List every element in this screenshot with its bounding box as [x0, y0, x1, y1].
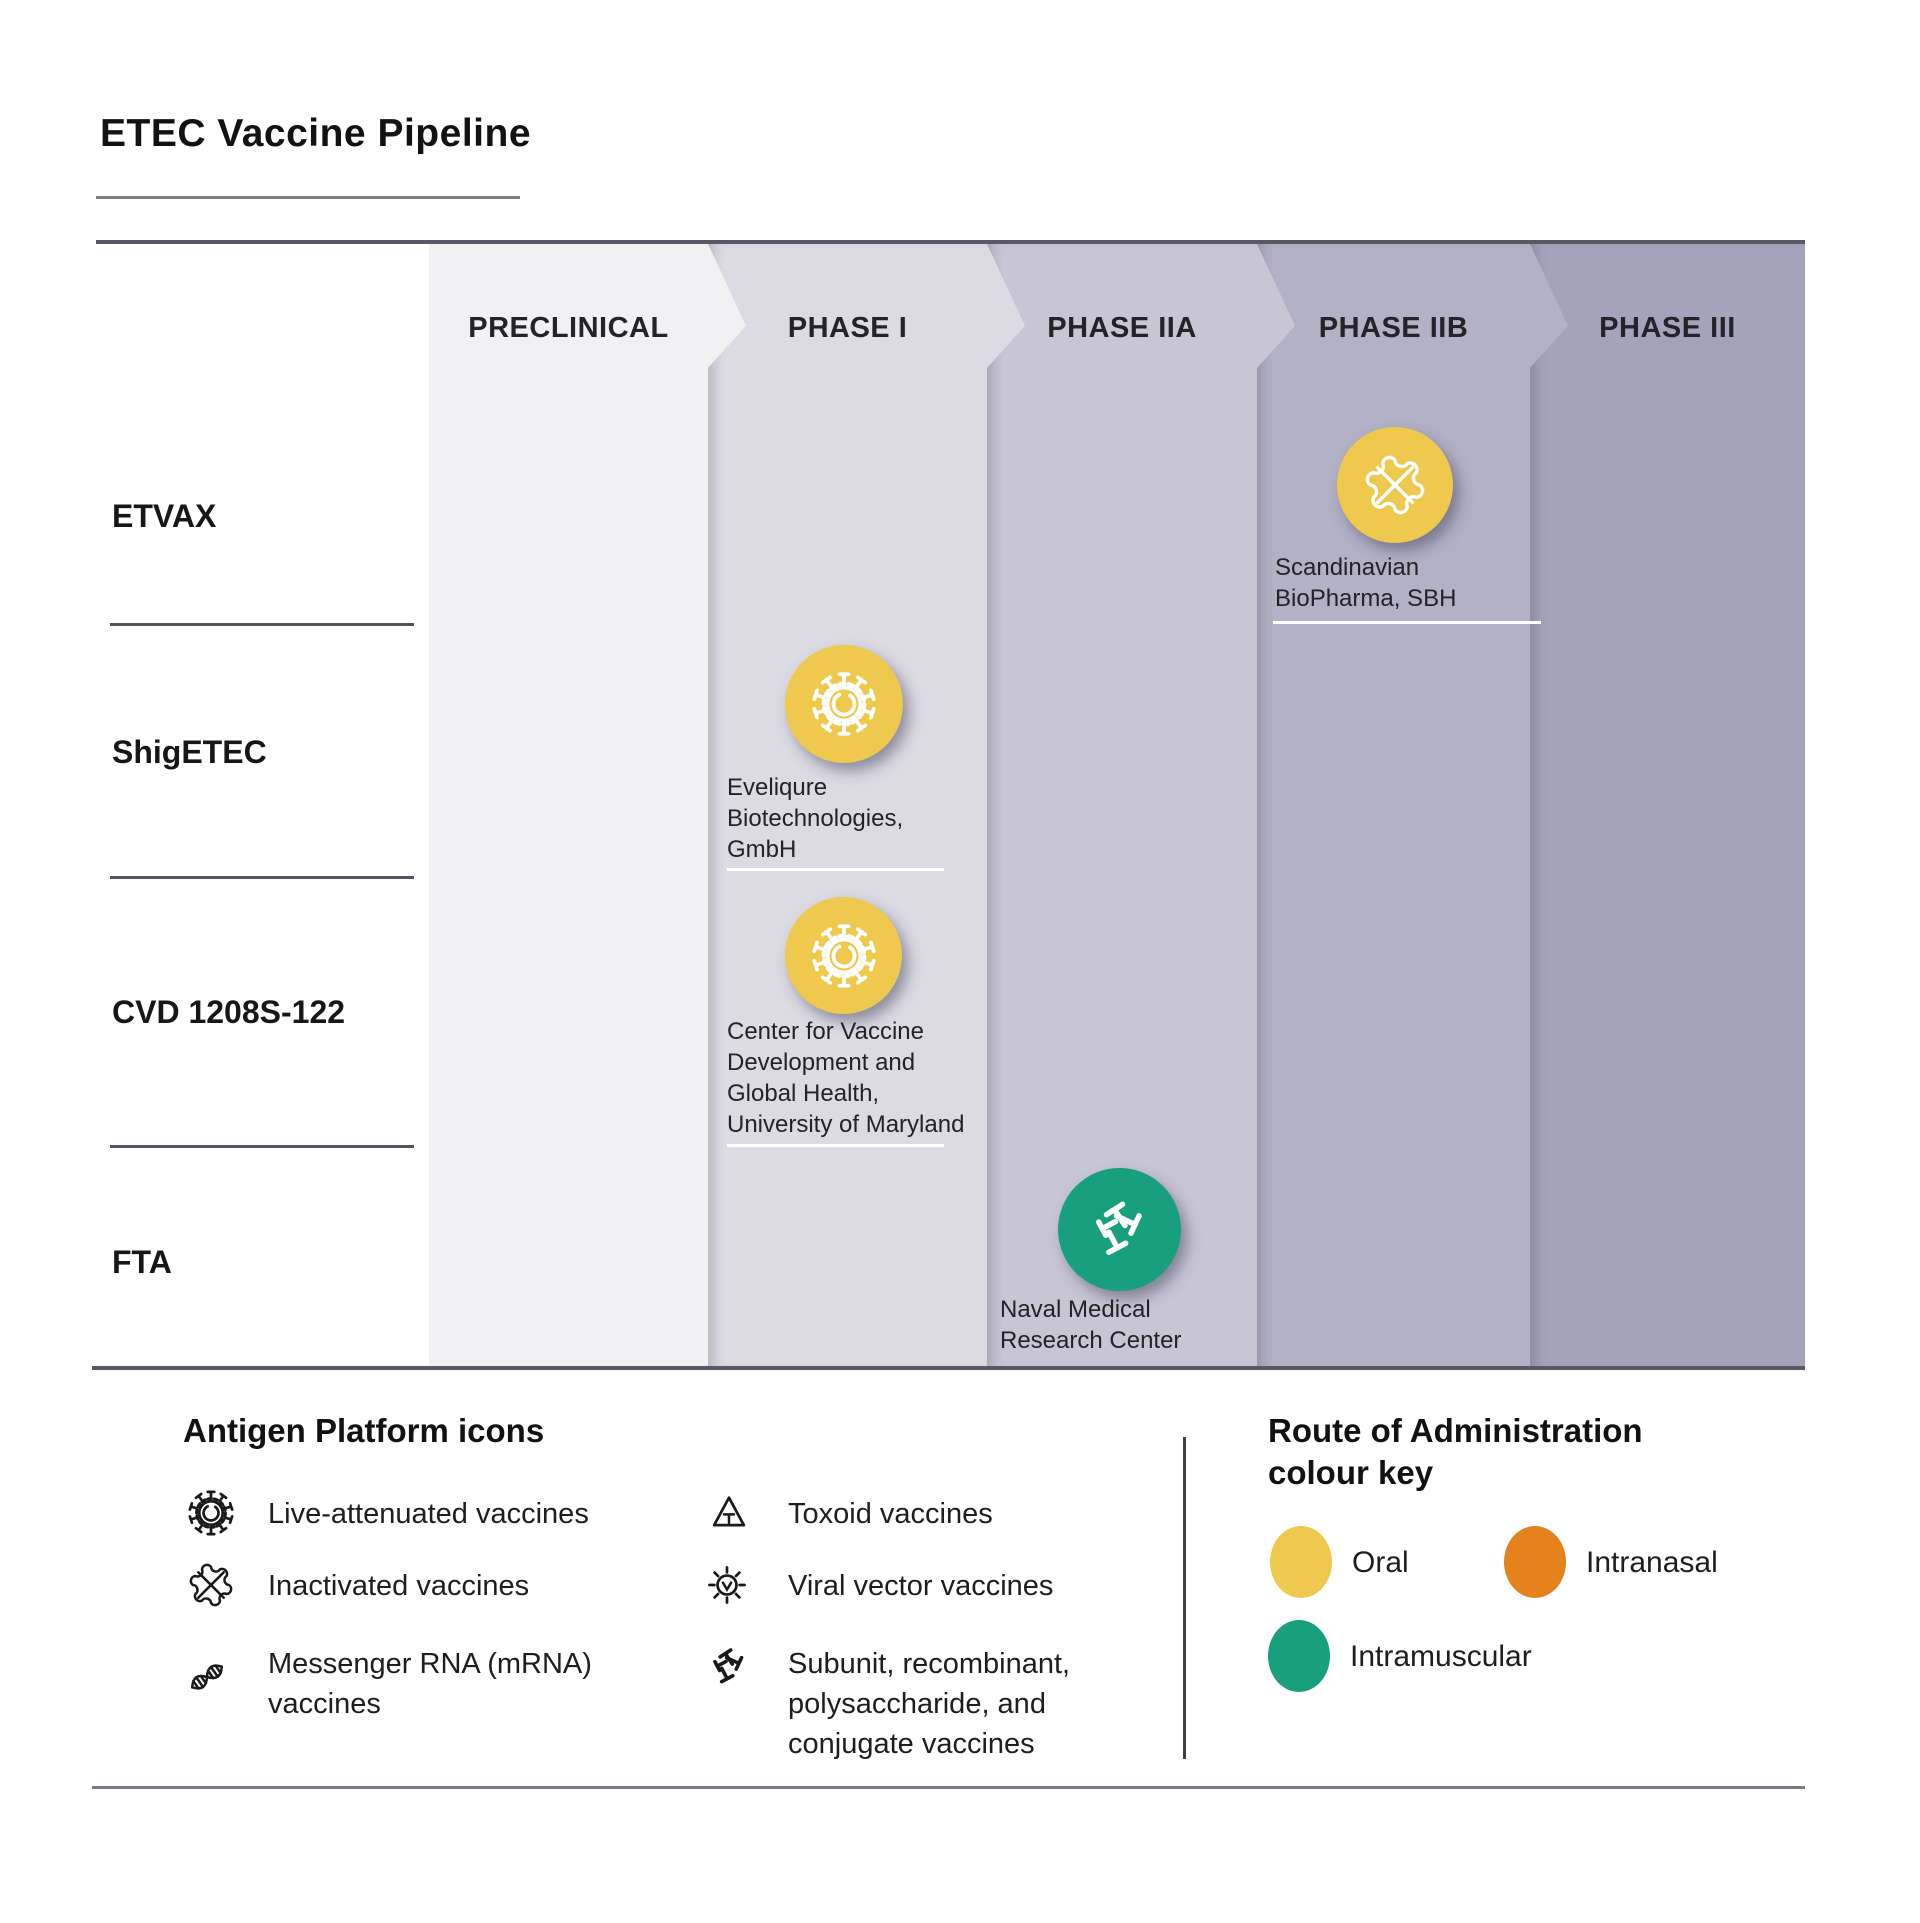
- title-underline: [96, 196, 520, 199]
- live-attenuated-vaccine-icon: [188, 1490, 234, 1536]
- phase-header-phase-2b: PHASE IIB: [1318, 311, 1469, 344]
- intranasal-route-dot: [1504, 1526, 1566, 1598]
- subunit-vaccine-icon: [713, 1648, 744, 1684]
- row-label-etvax: ETVAX: [112, 498, 217, 534]
- live-attenuated-vaccine-icon: [806, 918, 882, 994]
- row-separator: [110, 1145, 414, 1148]
- legend-item-label: Inactivated vaccines: [268, 1570, 530, 1602]
- org-label-fta: Naval Medical Research Center: [1000, 1296, 1182, 1354]
- oral-route-dot: [1270, 1526, 1332, 1598]
- org-label-shigetec: Eveliqure Biotechnologies, GmbH: [727, 774, 904, 863]
- phase-header-phase-2a: PHASE IIA: [1047, 311, 1197, 344]
- legend-item-label: Subunit, recombinant, polysaccharide, an…: [788, 1648, 1071, 1760]
- inactivated-vaccine-icon: [1365, 455, 1425, 515]
- legend-item-label: Live-attenuated vaccines: [268, 1498, 589, 1530]
- phase-column-phase-1: [708, 244, 987, 1368]
- row-label-shigetec: ShigETEC: [112, 734, 267, 770]
- vaccine-badge-fta: [1058, 1168, 1181, 1291]
- legend-item-label: Messenger RNA (mRNA) vaccines: [268, 1648, 592, 1720]
- vaccine-badge-etvax: [1337, 427, 1453, 543]
- intramuscular-route-dot: [1268, 1620, 1330, 1692]
- inactivated-vaccine-icon: [189, 1563, 233, 1607]
- vaccine-badge-shigetec: [785, 645, 903, 763]
- vaccine-badge-cvd-1208s-122: [785, 897, 902, 1014]
- phase-column-phase-3: [1530, 244, 1805, 1368]
- chart-top-rule: [96, 240, 1805, 244]
- route-item-label: Intramuscular: [1350, 1640, 1532, 1673]
- phase-header-preclinical: PRECLINICAL: [468, 311, 669, 344]
- antigen-platform-legend-title: Antigen Platform icons: [183, 1412, 545, 1449]
- phase-column-phase-2b: [1257, 244, 1530, 1368]
- phase-column-preclinical: [429, 244, 708, 1368]
- route-item-label: Oral: [1352, 1546, 1409, 1579]
- route-legend-title: Route of Administration colour key: [1268, 1412, 1643, 1491]
- row-separator: [110, 623, 414, 626]
- subunit-vaccine-icon: [1079, 1189, 1161, 1271]
- row-label-cvd-1208s-122: CVD 1208S-122: [112, 994, 346, 1030]
- live-attenuated-vaccine-icon: [806, 666, 882, 742]
- legend-divider: [1183, 1437, 1186, 1759]
- org-label-etvax: Scandinavian BioPharma, SBH: [1275, 554, 1457, 612]
- row-separator: [110, 876, 414, 879]
- phase-header-phase-1: PHASE I: [787, 311, 908, 344]
- org-underline: [727, 868, 944, 871]
- page-title: ETEC Vaccine Pipeline: [100, 112, 532, 155]
- row-label-fta: FTA: [112, 1244, 172, 1280]
- mrna-vaccine-icon: [187, 1660, 227, 1694]
- org-label-cvd-1208s-122: Center for Vaccine Development and Globa…: [727, 1018, 965, 1138]
- phase-header-phase-3: PHASE III: [1599, 311, 1736, 344]
- legend-item-label: Viral vector vaccines: [788, 1570, 1054, 1602]
- org-underline: [727, 1144, 944, 1147]
- viral-vector-vaccine-icon: [708, 1566, 746, 1604]
- org-underline: [1273, 621, 1541, 624]
- route-item-label: Intranasal: [1586, 1546, 1718, 1579]
- toxoid-vaccine-icon: [712, 1496, 746, 1527]
- legend-item-label: Toxoid vaccines: [788, 1498, 993, 1530]
- page-bottom-rule: [92, 1786, 1805, 1789]
- chart-bottom-rule: [92, 1366, 1805, 1370]
